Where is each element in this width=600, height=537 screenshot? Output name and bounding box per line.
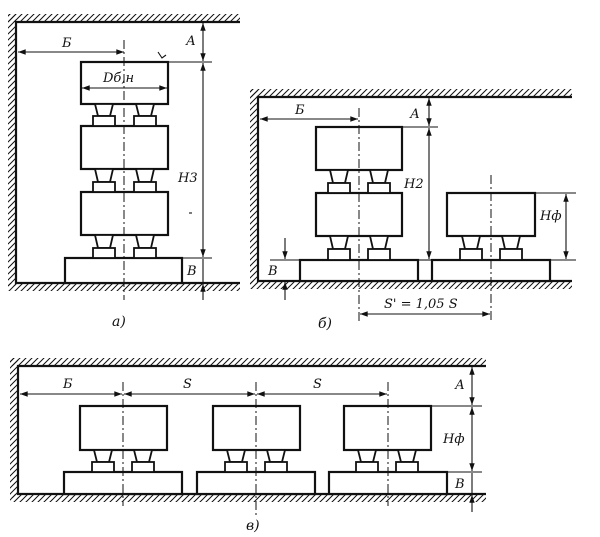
panel-a-dim-b-label: Б — [61, 36, 72, 51]
panel-v-dim-s1-label: S — [183, 377, 192, 392]
panel-a-wall-hatch — [8, 14, 16, 286]
panel-v-dim-hf-label: Нф — [442, 432, 465, 447]
panel-b-spacing-label: S' = 1,05 S — [384, 297, 458, 312]
panel-a-legs — [92, 103, 157, 259]
panel-v-dim-b-label: Б — [62, 377, 73, 392]
panel-v-dim-s2-label: S — [313, 377, 322, 392]
panel-v-row-layout: Б S S А Нф В в) — [10, 358, 486, 534]
panel-a-dim-a-label: А — [185, 34, 196, 49]
panel-b-wall-hatch — [250, 89, 258, 284]
panel-a-diameter-label: Dб,н — [102, 71, 134, 86]
panel-v-caption: в) — [246, 518, 260, 534]
panel-v-legs — [91, 449, 419, 473]
panel-b-double-stack: Б А Н2 Нф В S' = 1,05 S б) — [250, 89, 576, 332]
panel-a-dim-v-label: В — [186, 264, 197, 279]
panel-a-dim-h-label: Н3 — [177, 171, 198, 186]
panel-a-single-stack: Б Dб,н А Н3 В а) — [8, 14, 240, 330]
panel-a-ceiling-hatch — [8, 14, 240, 22]
panel-b-dim-hf-label: Нф — [539, 209, 562, 224]
panel-b-dim-b-label: Б — [294, 103, 305, 118]
panel-b-dim-v-label: В — [267, 264, 278, 279]
panel-b-ceiling-hatch — [250, 89, 572, 97]
panel-b-floor-hatch — [250, 281, 572, 289]
panel-a-caption: а) — [112, 314, 126, 330]
panel-v-ceiling-hatch — [10, 358, 486, 366]
panel-v-dim-v-label: В — [454, 477, 465, 492]
panel-b-dim-h-label: Н2 — [403, 177, 424, 192]
panel-v-floor-hatch — [10, 494, 486, 502]
panel-b-caption: б) — [318, 316, 332, 332]
panel-v-wall-hatch — [10, 358, 18, 498]
panel-v-dim-a-label: А — [454, 378, 465, 393]
panel-b-dim-a-label: А — [409, 107, 420, 122]
panel-b-legs — [327, 169, 523, 261]
